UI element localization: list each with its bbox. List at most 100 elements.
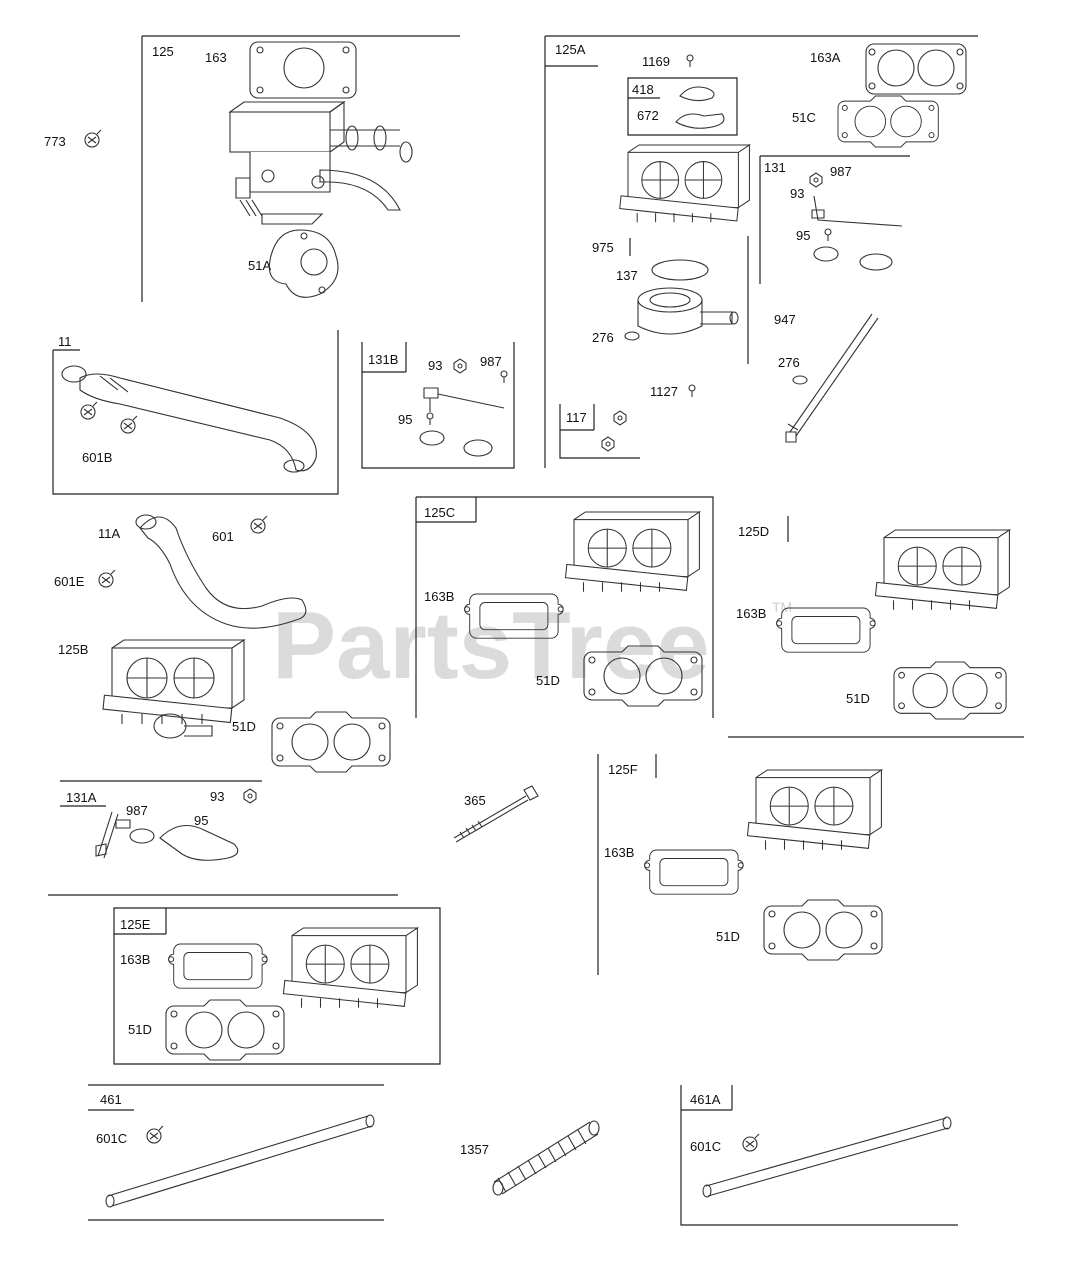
label-163b-d: 163B: [120, 952, 150, 967]
bolt-365: [453, 785, 539, 843]
screw-95-b: [426, 412, 434, 426]
carburetor-125b: [102, 639, 245, 725]
nut-93-c: [243, 788, 257, 804]
clamp-601b-a: [80, 401, 98, 420]
label-601c-b: 601C: [690, 1139, 721, 1154]
label-95-b: 95: [398, 412, 412, 427]
gasket-163a: [865, 43, 967, 95]
carburetor-125f: [746, 769, 882, 851]
group-125e: 125E 163B 51D: [113, 907, 441, 1065]
label-987-c: 987: [126, 803, 148, 818]
plate-131-a: [813, 246, 839, 262]
label-601c-a: 601C: [96, 1131, 127, 1146]
label-131b: 131B: [368, 352, 398, 367]
label-163b-a: 163B: [424, 589, 454, 604]
carburetor-body-125a: [619, 144, 750, 223]
label-1357: 1357: [460, 1142, 489, 1157]
label-125d: 125D: [738, 524, 769, 539]
screw-95-a: [824, 228, 832, 242]
gasket-51c: [837, 95, 939, 148]
label-11: 11: [58, 334, 72, 349]
group-125d: 125D 163B 51D: [728, 516, 1024, 738]
clamp-601e: [98, 569, 116, 588]
label-93-c: 93: [210, 789, 224, 804]
nut-117-a: [613, 410, 627, 426]
group-125a: 125A 1169 163A 418 672 51C 131 987 93 95: [544, 35, 978, 468]
label-601: 601: [212, 529, 234, 544]
label-125c: 125C: [424, 505, 455, 520]
hose-11: [61, 365, 317, 473]
group-131a: 131A 987 93 95: [48, 780, 398, 896]
label-51d-a: 51D: [232, 719, 256, 734]
label-987-b: 987: [480, 354, 502, 369]
o-ring-137: [651, 259, 709, 281]
label-51d-b: 51D: [536, 673, 560, 688]
label-975: 975: [592, 240, 614, 255]
group-11: 11 601B: [52, 330, 339, 495]
label-773: 773: [44, 134, 66, 149]
label-418: 418: [632, 82, 654, 97]
label-947: 947: [774, 312, 796, 327]
label-461: 461: [100, 1092, 122, 1107]
group-125c: 125C 163B 51D: [415, 496, 714, 718]
label-125b: 125B: [58, 642, 88, 657]
label-131a: 131A: [66, 790, 97, 805]
hose-11a: [135, 514, 307, 629]
label-51d-e: 51D: [128, 1022, 152, 1037]
label-1127: 1127: [650, 384, 678, 399]
fuel-bowl-975: [637, 287, 739, 335]
carburetor-125: [228, 100, 413, 225]
clamp-601c-b: [742, 1133, 760, 1152]
gasket-418: [679, 86, 715, 102]
clamp-601: [250, 515, 268, 534]
washer-276-a: [624, 331, 640, 341]
plate-131a-b: [159, 824, 239, 861]
label-51c: 51C: [792, 110, 816, 125]
group-125: 125 163 51A: [141, 35, 460, 302]
gasket-163: [249, 41, 357, 99]
label-601e: 601E: [54, 574, 85, 589]
label-137: 137: [616, 268, 638, 283]
label-461a: 461A: [690, 1092, 721, 1107]
gasket-163b-d: [168, 943, 268, 989]
gasket-51d-a: [271, 711, 391, 773]
group-461a: 461A 601C: [680, 1085, 958, 1226]
group-461: 461 601C: [88, 1084, 384, 1221]
label-601b: 601B: [82, 450, 112, 465]
clip-773: [84, 129, 102, 148]
fuel-bowl-125b: [153, 713, 213, 739]
label-11a: 11A: [98, 526, 120, 541]
throttle-shaft-131b: [423, 387, 505, 412]
nut-987-a: [809, 172, 823, 188]
label-365: 365: [464, 793, 486, 808]
label-51d-d: 51D: [716, 929, 740, 944]
carburetor-125e: [282, 927, 418, 1009]
label-672: 672: [637, 108, 659, 123]
label-125f: 125F: [608, 762, 638, 777]
stud-947: [785, 313, 879, 443]
screw-1127: [688, 384, 696, 398]
label-93-b: 93: [428, 358, 442, 373]
plate-131a-a: [129, 828, 155, 844]
label-95-c: 95: [194, 813, 208, 828]
label-131: 131: [764, 160, 786, 175]
plate-131b-a: [419, 430, 445, 446]
clamp-601c-a: [146, 1125, 164, 1144]
plate-131b-b: [463, 439, 493, 457]
label-276-a: 276: [592, 330, 614, 345]
label-163: 163: [205, 50, 227, 65]
label-276-b: 276: [778, 355, 800, 370]
gasket-51a: [268, 229, 339, 298]
group-125f: 125F 163B 51D: [597, 754, 883, 975]
label-117: 117: [566, 410, 587, 425]
gasket-51d-c: [893, 661, 1007, 720]
label-163b-b: 163B: [736, 606, 766, 621]
gasket-51d-d: [763, 899, 883, 961]
washer-276-b: [792, 375, 808, 385]
label-987-a: 987: [830, 164, 852, 179]
tube-461a: [702, 1116, 952, 1198]
label-163b-c: 163B: [604, 845, 634, 860]
label-1169: 1169: [642, 54, 670, 69]
screw-987-b: [500, 370, 508, 384]
